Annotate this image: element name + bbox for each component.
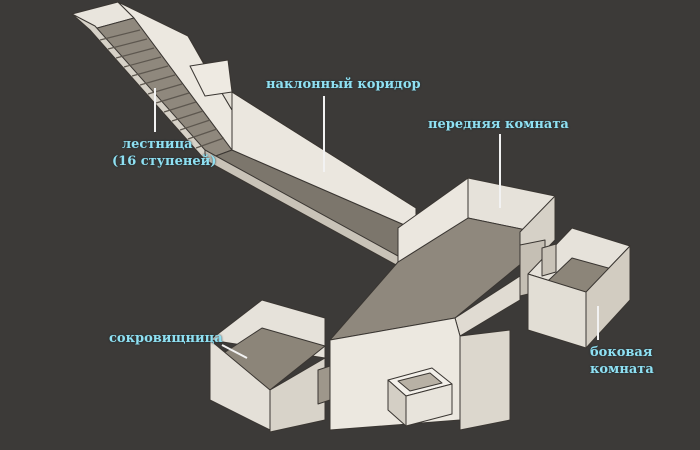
annex-label: боковая комната: [590, 344, 654, 378]
treasury-structure: [209, 299, 331, 433]
annex-label-line2: комната: [590, 362, 654, 377]
corridor-label: наклонный коридор: [266, 76, 421, 93]
staircase-label-note: (16 ступеней): [112, 154, 217, 169]
staircase-structure: [71, 1, 233, 161]
staircase-label-name: лестница: [122, 137, 193, 152]
treasury-label-text: сокровищница: [109, 331, 223, 346]
treasury-label: сокровищница: [109, 330, 223, 347]
corridor-label-text: наклонный коридор: [266, 77, 421, 92]
annex-label-line1: боковая: [590, 345, 653, 360]
treasury-leader-line: [221, 344, 248, 359]
staircase-label: лестница (16 ступеней): [112, 136, 216, 170]
shrine-box: [387, 367, 453, 427]
stair-steps: [99, 29, 225, 149]
corridor-structure: [204, 91, 417, 271]
antechamber-structure: [329, 177, 556, 431]
antechamber-label: передняя комната: [428, 116, 569, 133]
antechamber-label-text: передняя комната: [428, 117, 569, 132]
